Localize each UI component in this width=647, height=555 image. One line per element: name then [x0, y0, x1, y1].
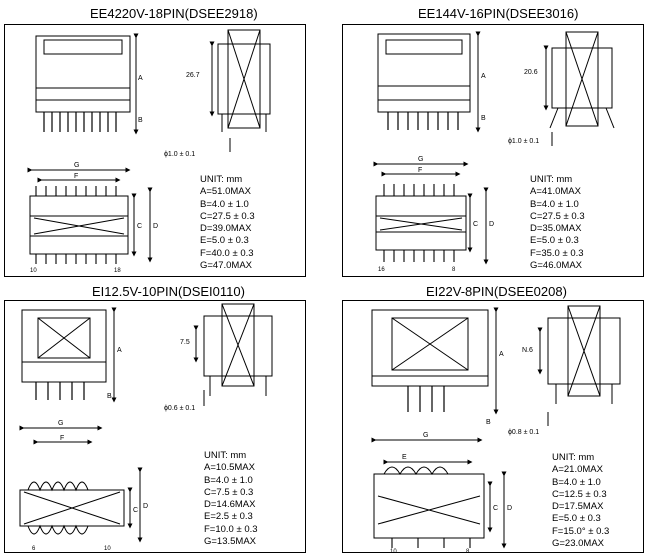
spec-b: B=4.0 ± 1.0 — [204, 474, 253, 486]
dim-b-label-1: B — [138, 117, 143, 124]
panel-title-3: EI12.5V-10PIN(DSEI0110) — [92, 284, 245, 299]
spec-c: C=12.5 ± 0.3 — [552, 488, 607, 500]
dim-g-label-3: G — [58, 420, 63, 427]
panel-title-1: EE4220V-18PIN(DSEE2918) — [90, 6, 258, 21]
dim-a-label-3: A — [117, 347, 122, 354]
dim-f-label-1: F — [74, 173, 78, 180]
front-view-2 — [377, 31, 481, 133]
spec-a: A=10.5MAX — [204, 462, 255, 474]
dim-g-label-1: G — [74, 162, 79, 169]
bottom-view-2 — [373, 161, 489, 265]
bottom-view-3 — [19, 425, 143, 543]
spec-f: F=40.0 ± 0.3 — [200, 247, 254, 259]
dim-d-label-2: D — [489, 221, 494, 228]
dim-f-label-2: F — [418, 167, 422, 174]
side-view-2 — [543, 31, 615, 146]
spec-block-3: UNIT: mm A=10.5MAX B=4.0 ± 1.0 C=7.5 ± 0… — [204, 450, 258, 548]
pin-dim-4: ϕ0.8 ± 0.1 — [508, 429, 539, 436]
spec-e: E=2.5 ± 0.3 — [204, 511, 253, 523]
pin-label-1b: 18 — [114, 268, 121, 274]
pin-label-4a: 10 — [390, 549, 397, 555]
spec-c: C=27.5 ± 0.3 — [530, 210, 585, 222]
side-dim-1: 26.7 — [186, 72, 200, 79]
dim-d-label-4: D — [507, 505, 512, 512]
dim-b-label-2: B — [481, 115, 486, 122]
panel-title-4: EI22V-8PIN(DSEE0208) — [426, 284, 567, 299]
spec-block-2: UNIT: mm A=41.0MAX B=4.0 ± 1.0 C=27.5 ± … — [530, 174, 585, 272]
unit-label: UNIT: mm — [530, 174, 573, 185]
pin-label-3a: 6 — [32, 546, 36, 552]
dim-f-label-3: F — [60, 435, 64, 442]
side-dim-3: 7.5 — [180, 339, 190, 346]
dim-c-label-2: C — [473, 221, 478, 228]
side-dim-4: N.6 — [522, 347, 533, 354]
front-view-1 — [35, 33, 139, 135]
pin-dim-3: ϕ0.6 ± 0.1 — [164, 405, 195, 412]
spec-g: G=46.0MAX — [530, 260, 583, 272]
spec-e: E=5.0 ± 0.3 — [552, 513, 601, 525]
spec-d: D=17.5MAX — [552, 501, 604, 513]
spec-d: D=39.0MAX — [200, 223, 252, 235]
spec-b: B=4.0 ± 1.0 — [530, 198, 579, 210]
spec-g: G=23.0MAX — [552, 538, 605, 550]
spec-b: B=4.0 ± 1.0 — [552, 476, 601, 488]
pin-label-3b: 10 — [104, 546, 111, 552]
spec-d: D=35.0MAX — [530, 223, 582, 235]
bottom-view-4 — [371, 437, 507, 549]
spec-g: G=47.0MAX — [200, 260, 253, 272]
pin-dim-1: ϕ1.0 ± 0.1 — [164, 151, 195, 158]
pin-label-4b: 8 — [466, 549, 470, 555]
front-view-4 — [371, 307, 499, 415]
panel-title-2: EE144V-16PIN(DSEE3016) — [418, 6, 579, 21]
pin-label-2a: 16 — [378, 267, 385, 273]
dim-g-label-2: G — [418, 156, 423, 163]
unit-label: UNIT: mm — [200, 174, 243, 185]
side-view-1 — [209, 29, 271, 152]
spec-a: A=21.0MAX — [552, 464, 603, 476]
dim-d-label-3: D — [143, 503, 148, 510]
spec-block-4: UNIT: mm A=21.0MAX B=4.0 ± 1.0 C=12.5 ± … — [552, 452, 609, 550]
pin-label-1a: 10 — [30, 268, 37, 274]
spec-f: F=35.0 ± 0.3 — [530, 247, 584, 259]
side-view-4 — [537, 305, 621, 426]
dim-c-label-3: C — [133, 507, 138, 514]
spec-c: C=27.5 ± 0.3 — [200, 210, 255, 222]
unit-label: UNIT: mm — [204, 450, 247, 461]
dim-c-label-1: C — [137, 223, 142, 230]
spec-e: E=5.0 ± 0.3 — [200, 235, 249, 247]
spec-a: A=41.0MAX — [530, 186, 581, 198]
pin-label-2b: 8 — [452, 267, 456, 273]
spec-e: E=5.0 ± 0.3 — [530, 235, 579, 247]
dim-b-label-4: B — [486, 419, 491, 426]
spec-f: F=10.0 ± 0.3 — [204, 523, 258, 535]
dim-a-label-2: A — [481, 73, 486, 80]
dim-a-label-1: A — [138, 75, 143, 82]
panel-ee4220 — [4, 24, 306, 277]
pin-dim-2: ϕ1.0 ± 0.1 — [508, 138, 539, 145]
spec-d: D=14.6MAX — [204, 499, 256, 511]
dim-d-label-1: D — [153, 223, 158, 230]
side-dim-2: 20.6 — [524, 69, 538, 76]
dim-b-label-3: B — [107, 393, 112, 400]
dim-c-label-4: C — [493, 505, 498, 512]
dim-a-label-4: A — [499, 351, 504, 358]
panel-ee144 — [342, 24, 644, 277]
spec-c: C=7.5 ± 0.3 — [204, 486, 254, 498]
side-view-3 — [193, 303, 273, 406]
dim-g-label-4: G — [423, 432, 428, 439]
spec-g: G=13.5MAX — [204, 536, 257, 548]
spec-b: B=4.0 ± 1.0 — [200, 198, 249, 210]
bottom-view-1 — [27, 167, 153, 264]
spec-block-1: UNIT: mm A=51.0MAX B=4.0 ± 1.0 C=27.5 ± … — [200, 174, 255, 272]
front-view-3 — [21, 307, 117, 403]
spec-a: A=51.0MAX — [200, 186, 251, 198]
dim-e-label-4: E — [402, 454, 407, 461]
unit-label: UNIT: mm — [552, 452, 595, 463]
spec-f: F=15.0° ± 0.3 — [552, 525, 610, 537]
